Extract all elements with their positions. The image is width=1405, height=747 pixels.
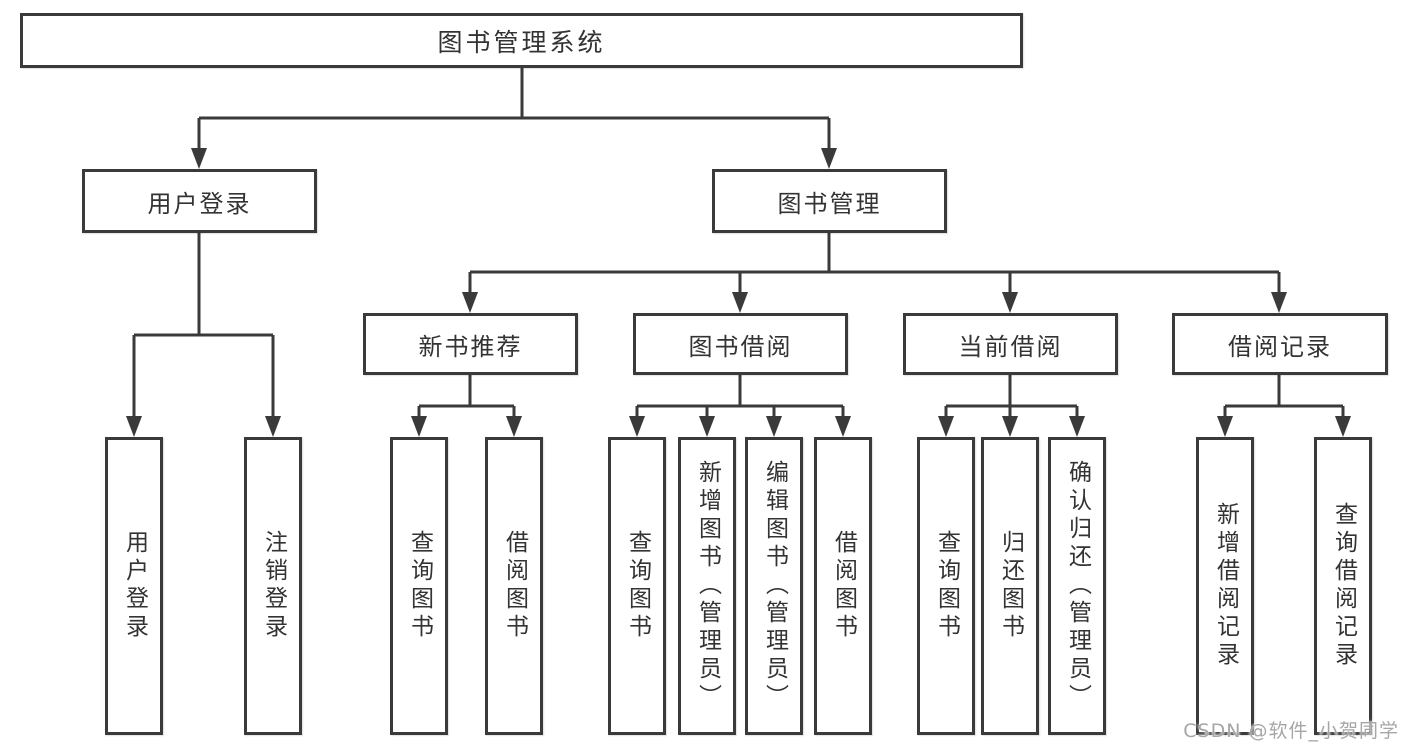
leaf-add-borrow-record-label: 新增借阅记录 [1212,502,1239,670]
leaf-query-books-borrowing: 查询图书 [608,437,666,735]
connector-paths [132,68,1345,416]
node-new-book-recommend: 新书推荐 [363,313,578,375]
node-borrowing-records: 借阅记录 [1172,313,1388,375]
leaf-edit-books-admin-label: 编辑图书（管理员） [761,460,788,712]
leaf-query-borrow-record-label: 查询借阅记录 [1330,502,1357,670]
node-borrowing-records-label: 借阅记录 [1228,332,1332,361]
leaf-add-borrow-record: 新增借阅记录 [1196,437,1254,735]
node-book-borrowing-label: 图书借阅 [688,332,793,361]
arrowheads [126,148,1351,437]
node-current-borrowing: 当前借阅 [903,313,1118,375]
node-book-borrowing: 图书借阅 [633,313,848,375]
node-root: 图书管理系统 [20,13,1023,68]
node-current-borrowing-label: 当前借阅 [958,332,1063,361]
leaf-query-books-current-label: 查询图书 [933,530,960,642]
node-book-management: 图书管理 [712,169,947,233]
leaf-logout: 注销登录 [244,437,302,735]
leaf-borrow-books-label: 借阅图书 [830,530,857,642]
node-book-management-label: 图书管理 [777,189,882,218]
node-new-book-recommend-label: 新书推荐 [418,332,523,361]
leaf-query-books-borrowing-label: 查询图书 [624,530,651,642]
leaf-query-books-recommend-label: 查询图书 [406,530,433,642]
csdn-watermark: CSDN @软件_小贺同学 [1183,720,1399,742]
leaf-confirm-return-admin-label: 确认归还（管理员） [1064,460,1091,712]
leaf-return-books-label: 归还图书 [997,530,1024,642]
leaf-logout-label: 注销登录 [260,530,287,642]
leaf-query-borrow-record: 查询借阅记录 [1314,437,1372,735]
leaf-return-books: 归还图书 [981,437,1039,735]
leaf-add-books-admin-label: 新增图书（管理员） [694,460,721,712]
leaf-edit-books-admin: 编辑图书（管理员） [745,437,803,735]
leaf-confirm-return-admin: 确认归还（管理员） [1048,437,1106,735]
leaf-borrow-books: 借阅图书 [814,437,872,735]
leaf-query-books-recommend: 查询图书 [390,437,448,735]
leaf-add-books-admin: 新增图书（管理员） [678,437,736,735]
leaf-borrow-books-recommend: 借阅图书 [485,437,543,735]
node-user-login: 用户登录 [82,169,317,233]
node-root-label: 图书管理系统 [437,27,606,57]
leaf-user-login: 用户登录 [105,437,163,735]
leaf-user-login-label: 用户登录 [121,530,148,642]
node-user-login-label: 用户登录 [147,189,252,218]
leaf-borrow-books-recommend-label: 借阅图书 [501,530,528,642]
leaf-query-books-current: 查询图书 [917,437,975,735]
